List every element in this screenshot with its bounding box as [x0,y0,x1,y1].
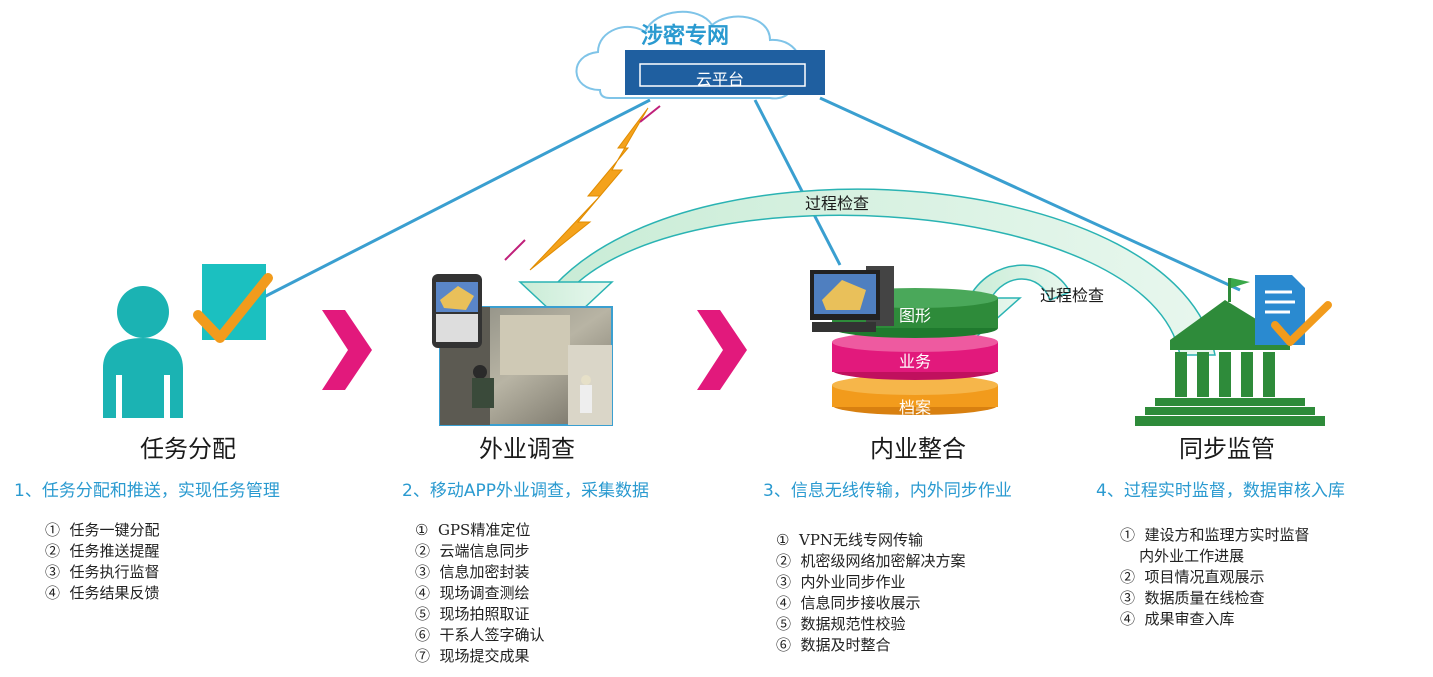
list-item: ⑥ 数据及时整合 [776,636,891,654]
list-item: ④ 信息同步接收展示 [776,594,921,612]
list-item: ① VPN无线专网传输 [776,531,924,549]
process-check-arrow-large [518,188,1216,356]
layer-label-graphics: 图形 [898,306,931,325]
checkbox-icon [193,264,273,343]
stage-title: 同步监管 [1179,435,1275,463]
list-item: ② 机密级网络加密解决方案 [776,552,966,570]
wireless-bolt-icon [504,105,661,271]
list-item: 内外业工作进展 [1120,547,1245,565]
stage-subtitle: 4、过程实时监督，数据审核入库 [1096,481,1345,501]
stage-item-list: ① GPS精准定位 ② 云端信息同步 ③ 信息加密封装 ④ 现场调查测绘 ⑤ 现… [415,520,545,667]
list-item: ④ 成果审查入库 [1120,610,1235,628]
list-item: ③ 信息加密封装 [415,563,530,581]
list-item: ⑦ 现场提交成果 [415,647,530,665]
list-item: ⑥ 干系人签字确认 [415,626,545,644]
list-item: ④ 任务结果反馈 [45,584,160,602]
document-icon [1255,275,1332,346]
stage-item-list: ① VPN无线专网传输 ② 机密级网络加密解决方案 ③ 内外业同步作业 ④ 信息… [776,530,966,656]
list-item: ④ 现场调查测绘 [415,584,530,602]
stage-subtitle: 1、任务分配和推送，实现任务管理 [14,481,280,501]
flow-arrow-icon [697,310,747,390]
list-item: ① GPS精准定位 [415,521,531,539]
list-item: ⑤ 数据规范性校验 [776,615,906,633]
computer-icon [810,266,894,332]
stage-title: 任务分配 [140,435,236,463]
process-check-label: 过程检查 [805,194,870,213]
list-item: ① 任务一键分配 [45,521,160,539]
list-item: ③ 内外业同步作业 [776,573,906,591]
stage-title: 外业调查 [479,435,575,463]
list-item: ⑤ 现场拍照取证 [415,605,530,623]
cloud-title: 涉密专网 [640,24,729,49]
stage-subtitle: 2、移动APP外业调查，采集数据 [402,481,649,501]
stage-item-list: ① 任务一键分配 ② 任务推送提醒 ③ 任务执行监督 ④ 任务结果反馈 [45,520,160,604]
person-icon [103,286,183,418]
platform-label: 云平台 [695,70,744,89]
stage-item-list: ① 建设方和监理方实时监督 内外业工作进展 ② 项目情况直观展示 ③ 数据质量在… [1120,525,1310,630]
stage-subtitle: 3、信息无线传输，内外同步作业 [763,481,1012,501]
list-item: ① 建设方和监理方实时监督 [1120,526,1310,544]
network-links [261,96,1241,300]
list-item: ③ 任务执行监督 [45,563,160,581]
cloud-icon [575,10,825,100]
list-item: ② 任务推送提醒 [45,542,160,560]
stage-title: 内业整合 [870,435,966,463]
process-check-label: 过程检查 [1040,286,1105,305]
layer-label-business: 业务 [898,352,931,371]
flow-arrow-icon [322,310,372,390]
list-item: ② 项目情况直观展示 [1120,568,1265,586]
layer-label-archive: 档案 [898,398,931,417]
list-item: ② 云端信息同步 [415,542,530,560]
phone-icon [432,274,482,348]
list-item: ③ 数据质量在线检查 [1120,589,1265,607]
